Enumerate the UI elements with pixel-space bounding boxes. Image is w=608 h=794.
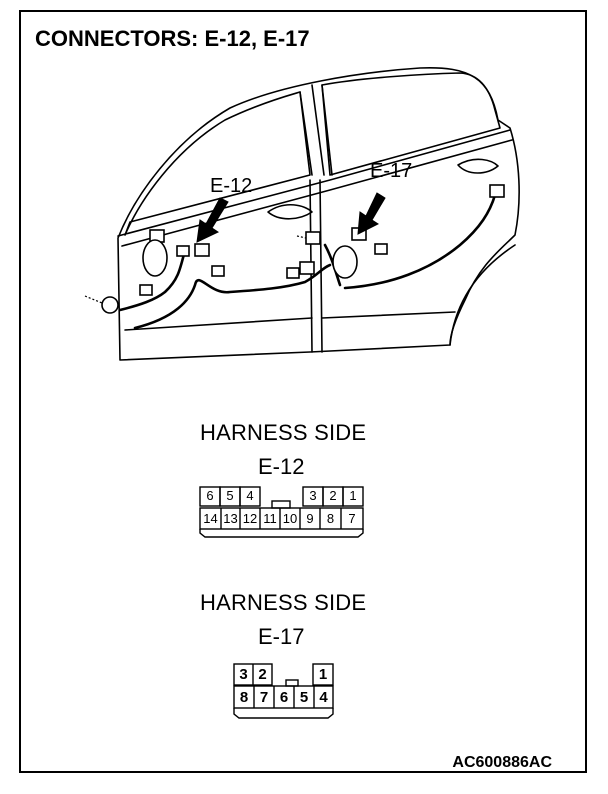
e17-pin-3: 3 xyxy=(239,666,248,683)
e12-pin-12: 12 xyxy=(242,511,258,526)
diagram-frame xyxy=(19,10,587,773)
arrow-e12 xyxy=(196,197,229,243)
e17-pin-2: 2 xyxy=(258,666,267,683)
document-id: AC600886AC xyxy=(452,754,552,771)
e12-pin-14: 14 xyxy=(203,511,218,526)
callout-e17: E-17 xyxy=(370,160,413,182)
e12-pin-4: 4 xyxy=(246,488,254,503)
e17-pin-4: 4 xyxy=(319,689,328,706)
e17-pin-8: 8 xyxy=(239,689,249,706)
e12-pin-9: 9 xyxy=(306,511,314,526)
page-title: CONNECTORS: E-12, E-17 xyxy=(35,26,310,51)
e12-pin-5: 5 xyxy=(226,488,234,503)
e12-pin-11: 11 xyxy=(263,511,277,526)
e12-pin-13: 13 xyxy=(223,511,238,526)
e17-pin-5: 5 xyxy=(299,689,309,706)
e12-pin-2: 2 xyxy=(329,488,337,503)
arrow-e17 xyxy=(357,192,386,235)
e17-pin-6: 6 xyxy=(279,689,289,706)
connector-name-e17: E-17 xyxy=(258,624,305,649)
callout-e12: E-12 xyxy=(210,175,253,197)
e12-pin-3: 3 xyxy=(309,488,317,503)
e12-pin-7: 7 xyxy=(348,511,356,526)
e17-pin-1: 1 xyxy=(318,666,328,683)
harness-side-label-e17: HARNESS SIDE xyxy=(200,590,367,615)
e12-pin-8: 8 xyxy=(326,511,335,526)
e12-pin-1: 1 xyxy=(349,488,357,503)
e12-pin-10: 10 xyxy=(282,511,298,526)
e12-pin-6: 6 xyxy=(206,488,214,503)
connector-name-e12: E-12 xyxy=(258,454,305,479)
harness-side-label-e12: HARNESS SIDE xyxy=(200,420,367,445)
e17-pin-7: 7 xyxy=(259,689,269,706)
